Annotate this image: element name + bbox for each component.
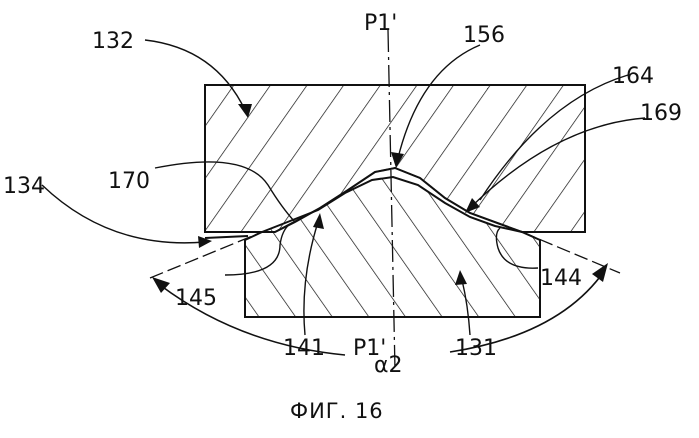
label-132: 132 xyxy=(92,29,134,54)
label-164: 164 xyxy=(612,64,654,89)
upper-die-flat-left xyxy=(205,236,248,238)
label-169: 169 xyxy=(640,101,682,126)
label-axis-top: P1' xyxy=(364,11,397,36)
label-141: 141 xyxy=(283,336,325,361)
label-145: 145 xyxy=(175,286,217,311)
figure-caption: ФИГ. 16 xyxy=(290,399,384,423)
label-134: 134 xyxy=(3,174,45,199)
label-144: 144 xyxy=(540,266,582,291)
label-156: 156 xyxy=(463,23,505,48)
arrowhead-arc-right xyxy=(592,263,608,282)
label-131: 131 xyxy=(455,336,497,361)
label-angle: α2 xyxy=(374,353,403,378)
label-170: 170 xyxy=(108,169,150,194)
